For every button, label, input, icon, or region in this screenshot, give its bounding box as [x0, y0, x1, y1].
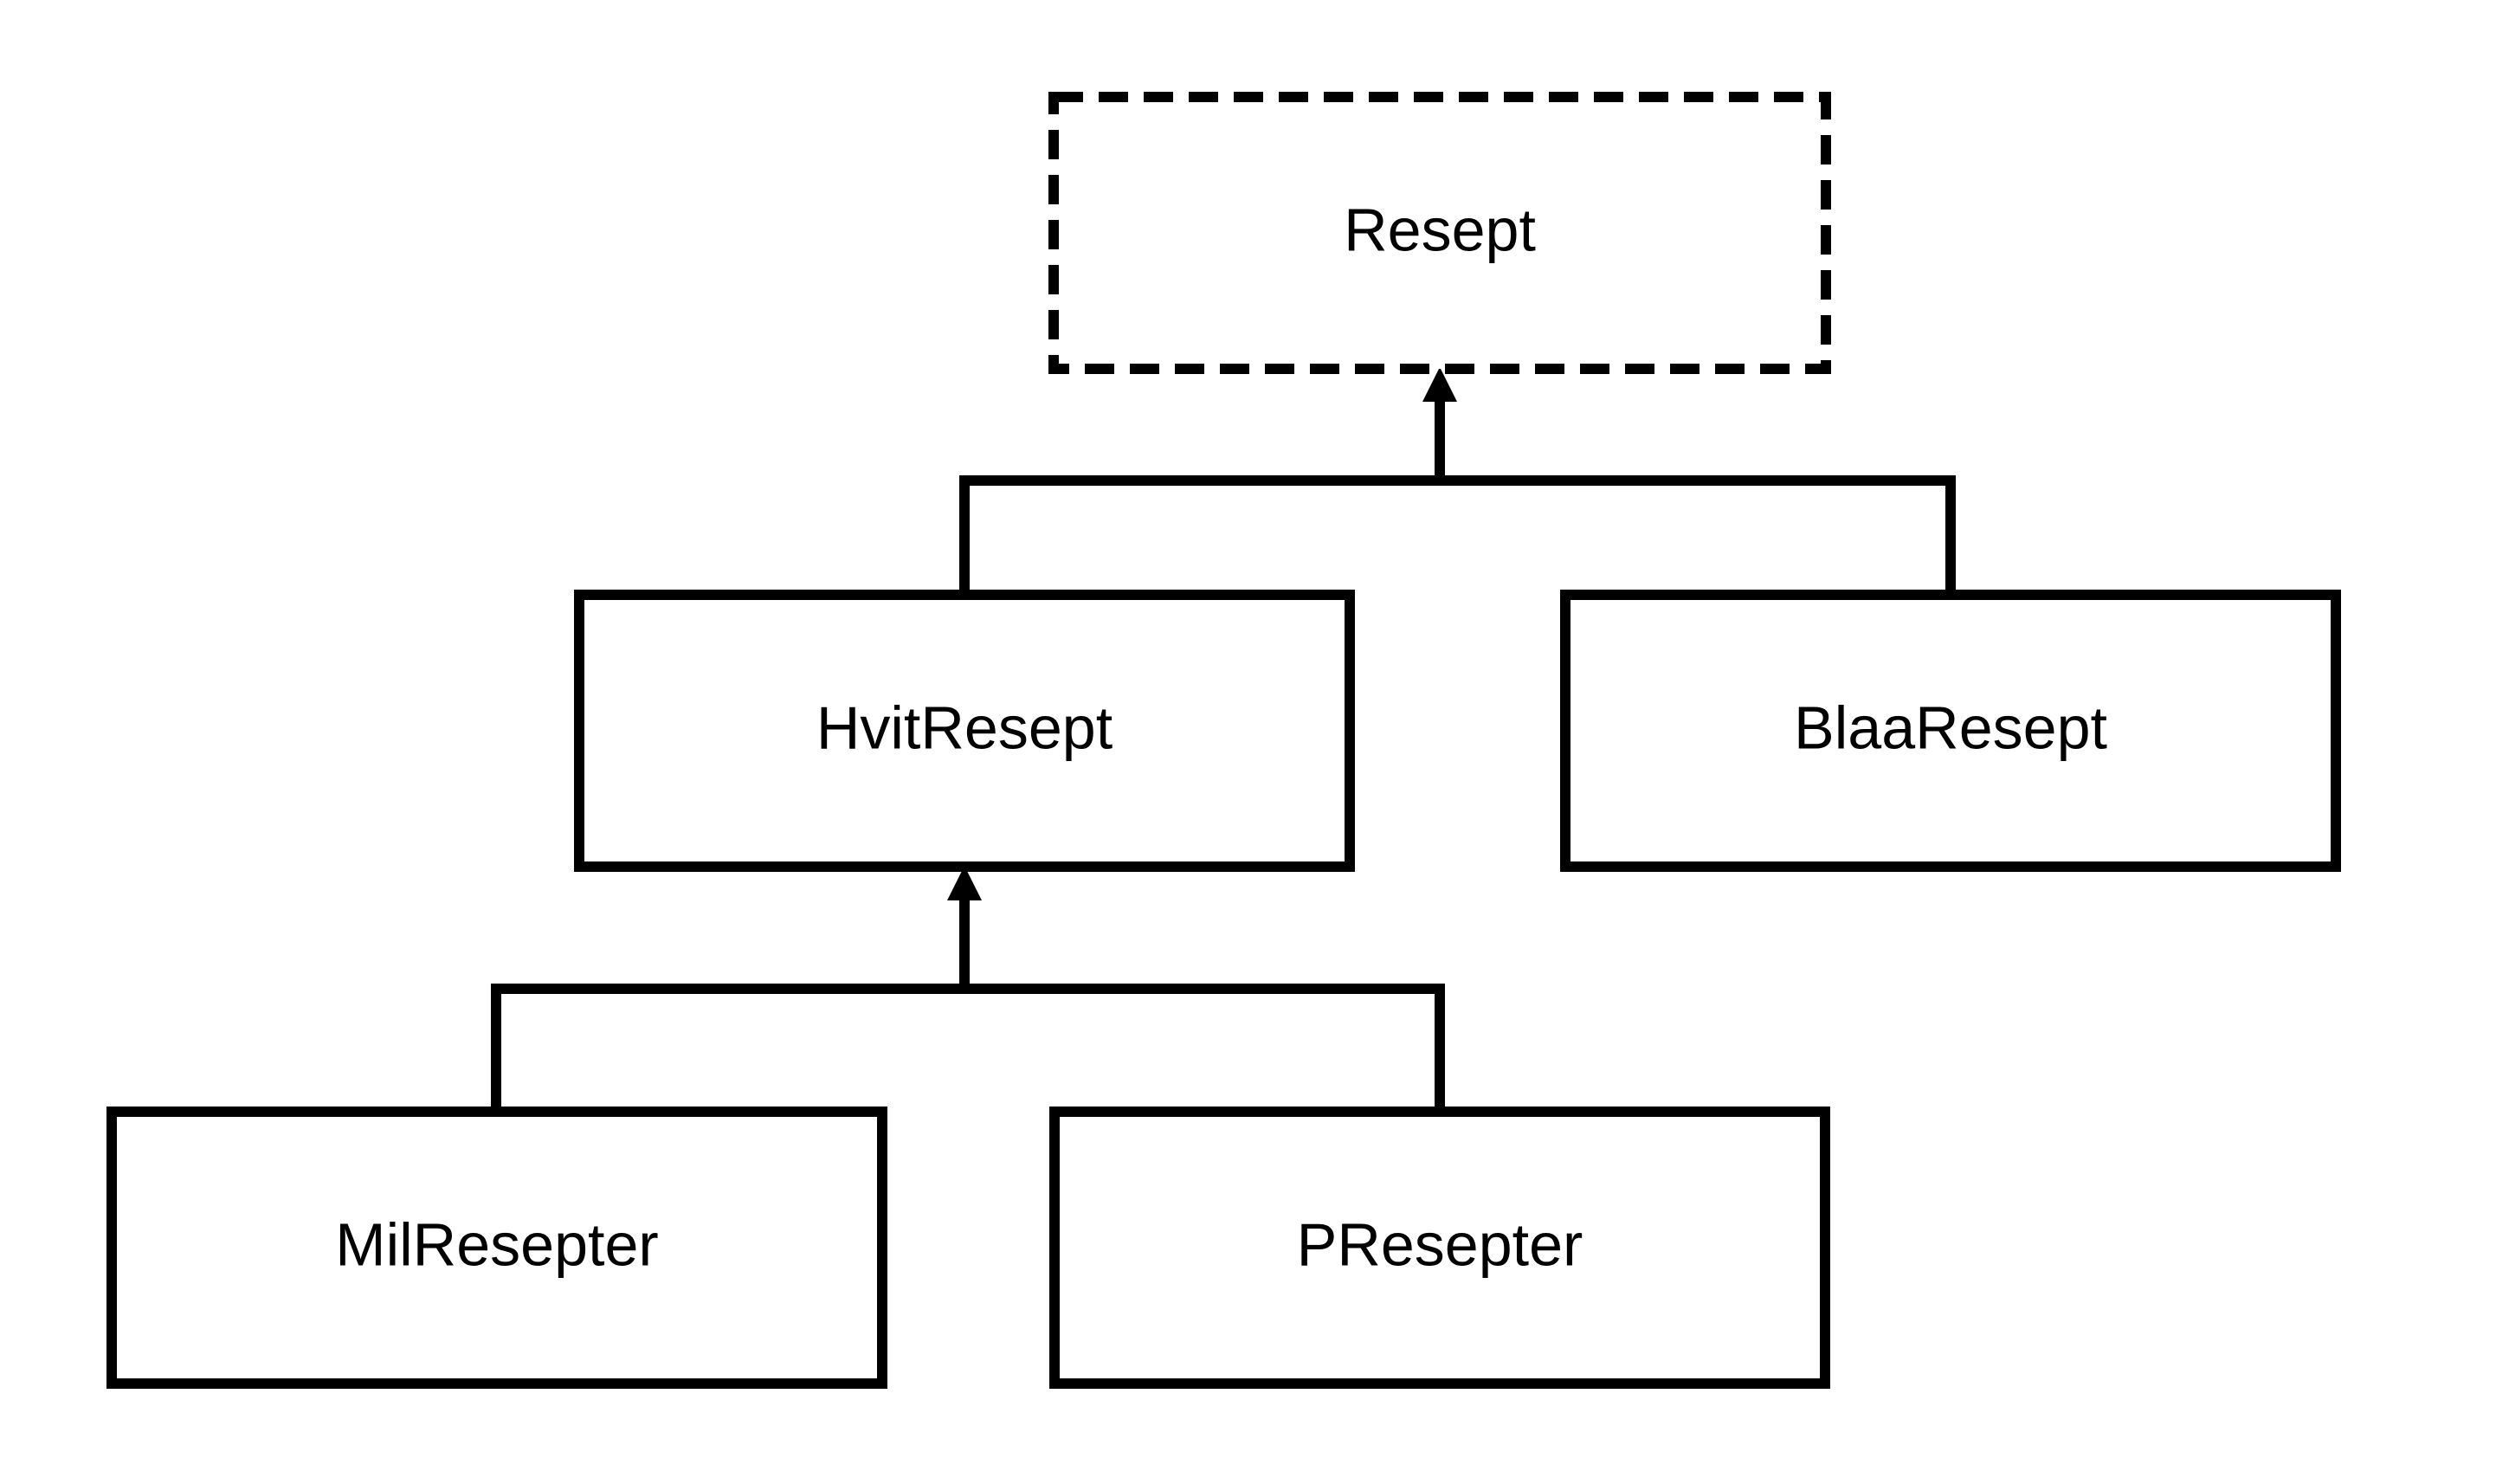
node-presepter-label: PResepter	[1297, 1210, 1583, 1278]
node-milresepter: MilResepter	[106, 1107, 887, 1389]
connector-hvitresept-to-resept	[959, 394, 1445, 590]
node-blaaresept-label: BlaaResept	[1794, 694, 2107, 761]
connector-presepter-to-hvitresept	[964, 984, 1445, 1110]
node-resept-box	[1048, 92, 1831, 374]
node-presepter: PResepter	[1049, 1107, 1830, 1389]
node-hvitresept: HvitResept	[574, 590, 1355, 872]
node-resept-label: Resept	[1344, 196, 1536, 263]
node-presepter-box	[1049, 1107, 1830, 1389]
node-blaaresept: BlaaResept	[1560, 590, 2341, 872]
node-hvitresept-box	[574, 590, 1355, 872]
arrowhead-to-resept	[1422, 367, 1457, 402]
node-milresepter-box	[106, 1107, 887, 1389]
node-resept: Resept	[1048, 92, 1831, 374]
connector-milresepter-to-hvitresept	[491, 892, 970, 1110]
node-blaaresept-box	[1560, 590, 2341, 872]
node-hvitresept-label: HvitResept	[816, 694, 1113, 761]
connector-blaaresept-to-resept	[1440, 475, 1956, 590]
arrowhead-to-hvitresept	[947, 866, 982, 900]
node-milresepter-label: MilResepter	[335, 1210, 658, 1278]
